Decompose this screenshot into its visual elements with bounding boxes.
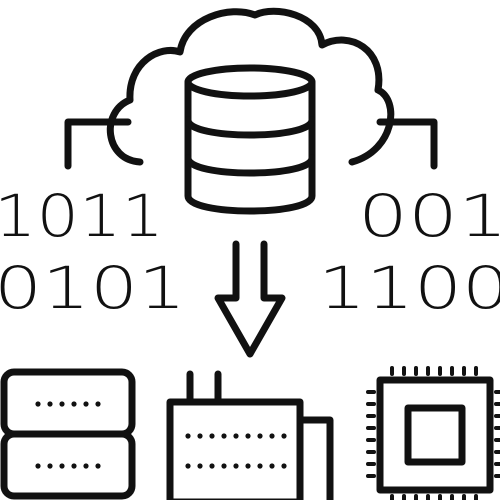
binary-right-row-2: 1100 bbox=[318, 254, 500, 322]
window-dot bbox=[197, 433, 203, 439]
cpu-chip-pins bbox=[366, 366, 500, 500]
factory-icon bbox=[166, 370, 334, 500]
window-dot bbox=[233, 463, 239, 469]
connector-left bbox=[64, 118, 132, 170]
window-dot bbox=[209, 463, 215, 469]
server-stack-icon bbox=[0, 368, 136, 500]
window-dot bbox=[245, 463, 251, 469]
indicator-dot bbox=[83, 401, 89, 407]
window-dot bbox=[245, 433, 251, 439]
indicator-dot bbox=[47, 463, 53, 469]
window-dot bbox=[209, 433, 215, 439]
window-dot bbox=[221, 463, 227, 469]
indicator-dot bbox=[47, 401, 53, 407]
database-icon bbox=[184, 64, 316, 215]
binary-right-row-1: 001 bbox=[358, 182, 500, 250]
indicator-dot bbox=[95, 401, 101, 407]
indicator-dot bbox=[95, 463, 101, 469]
cloud-icon bbox=[106, 7, 395, 166]
indicator-dot bbox=[35, 401, 41, 407]
window-dot bbox=[257, 433, 263, 439]
window-dot bbox=[233, 433, 239, 439]
server-indicator-dots-top bbox=[35, 401, 101, 407]
cpu-chip-icon bbox=[366, 366, 500, 500]
indicator-dot bbox=[35, 463, 41, 469]
window-dot bbox=[221, 433, 227, 439]
connector-right bbox=[376, 118, 438, 170]
binary-right: 001 1100 bbox=[318, 182, 500, 322]
window-dot bbox=[269, 463, 275, 469]
binary-left: 1011 0101 bbox=[0, 182, 186, 322]
window-dot bbox=[281, 463, 287, 469]
factory-window-dots-row-2 bbox=[185, 463, 287, 469]
indicator-dot bbox=[59, 401, 65, 407]
indicator-dot bbox=[83, 463, 89, 469]
indicator-dot bbox=[59, 463, 65, 469]
window-dot bbox=[281, 433, 287, 439]
window-dot bbox=[257, 463, 263, 469]
indicator-dot bbox=[71, 463, 77, 469]
binary-left-row-2: 0101 bbox=[0, 254, 186, 322]
binary-left-row-1: 1011 bbox=[0, 182, 164, 250]
factory-window-dots-row-1 bbox=[185, 433, 287, 439]
window-dot bbox=[269, 433, 275, 439]
window-dot bbox=[197, 463, 203, 469]
server-indicator-dots-bottom bbox=[35, 463, 101, 469]
window-dot bbox=[185, 463, 191, 469]
arrow-down-icon bbox=[214, 240, 286, 358]
indicator-dot bbox=[71, 401, 77, 407]
window-dot bbox=[185, 433, 191, 439]
